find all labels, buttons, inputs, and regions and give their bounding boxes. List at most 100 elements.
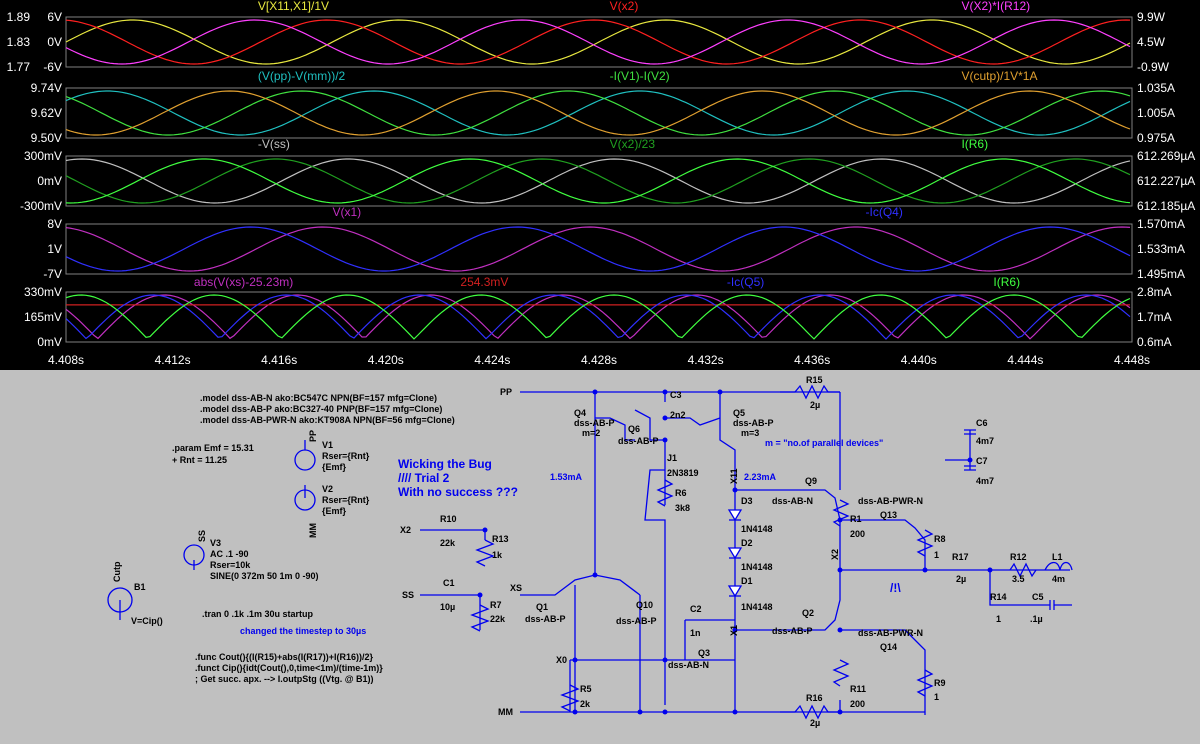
- trace-label[interactable]: abs(V(xs)-25.23m): [194, 275, 293, 289]
- q3-ref[interactable]: Q3: [698, 648, 710, 658]
- trace-label[interactable]: V(cutp)/1V*1A: [961, 69, 1037, 83]
- waveform-pane-3[interactable]: 300mV0mV-300mV612.269µA612.227µA612.185µ…: [20, 137, 1195, 213]
- model-directive-1[interactable]: .model dss-AB-N ako:BC547C NPN(BF=157 mf…: [200, 393, 437, 403]
- waveform-pane-1[interactable]: 1.891.831.776V0V-6V9.9W4.5W-0.9WV[X11,X1…: [7, 0, 1170, 74]
- r1-value[interactable]: 200: [850, 529, 865, 539]
- r6-value[interactable]: 3k8: [675, 503, 690, 513]
- r9-ref[interactable]: R9: [934, 678, 946, 688]
- trace-label[interactable]: -I(V1)-I(V2): [610, 69, 670, 83]
- q6-model[interactable]: dss-AB-P: [618, 436, 659, 446]
- net-label-mm-v2[interactable]: MM: [308, 523, 318, 538]
- net-label-x2-vertical[interactable]: X2: [830, 549, 840, 560]
- func-cip[interactable]: .funct Cip(){idt(Cout(),0,time<1m)/(time…: [195, 663, 383, 673]
- source-v2[interactable]: [294, 489, 316, 511]
- q2-ref[interactable]: Q2: [802, 608, 814, 618]
- c7-ref[interactable]: C7: [976, 456, 988, 466]
- c5-value[interactable]: .1µ: [1030, 614, 1043, 624]
- trace-label[interactable]: V(x2): [610, 0, 639, 13]
- q4-ref[interactable]: Q4: [574, 408, 586, 418]
- r17-ref[interactable]: R17: [952, 552, 969, 562]
- d1-ref[interactable]: D1: [741, 576, 753, 586]
- warning-icon[interactable]: /!\: [890, 581, 901, 595]
- c1-value[interactable]: 10µ: [440, 602, 455, 612]
- d3-model[interactable]: 1N4148: [741, 524, 773, 534]
- l1-ref[interactable]: L1: [1052, 552, 1063, 562]
- r8-value[interactable]: 1: [934, 550, 939, 560]
- r7-value[interactable]: 22k: [490, 614, 506, 624]
- net-label-ss[interactable]: SS: [402, 590, 414, 600]
- q1-ref[interactable]: Q1: [536, 602, 548, 612]
- source-v3[interactable]: [183, 544, 205, 566]
- q5-mult[interactable]: m=3: [741, 428, 759, 438]
- d2-model[interactable]: 1N4148: [741, 562, 773, 572]
- r16-value[interactable]: 2µ: [810, 718, 820, 728]
- q5-model[interactable]: dss-AB-P: [733, 418, 774, 428]
- q10-model[interactable]: dss-AB-P: [616, 616, 657, 626]
- net-label-pp-v1[interactable]: PP: [308, 430, 318, 442]
- c3-ref[interactable]: C3: [670, 390, 682, 400]
- q9-model[interactable]: dss-AB-N: [772, 496, 813, 506]
- r9-value[interactable]: 1: [934, 692, 939, 702]
- net-label-xs[interactable]: XS: [510, 583, 522, 593]
- q9-ref[interactable]: Q9: [805, 476, 817, 486]
- net-label-mm[interactable]: MM: [498, 707, 513, 717]
- component-labels[interactable]: Q4 dss-AB-P m=2 Q5 dss-AB-P m=3 Q6 dss-A…: [440, 375, 1065, 728]
- r11-value[interactable]: 200: [850, 699, 865, 709]
- q2-model[interactable]: dss-AB-P: [772, 626, 813, 636]
- trace-label[interactable]: 254.3mV: [460, 275, 508, 289]
- model-directive-2[interactable]: .model dss-AB-P ako:BC327-40 PNP(BF=157 …: [200, 404, 442, 414]
- q1-model[interactable]: dss-AB-P: [525, 614, 566, 624]
- r13-ref[interactable]: R13: [492, 534, 509, 544]
- d3-ref[interactable]: D3: [741, 496, 753, 506]
- c2-value[interactable]: 1n: [690, 628, 701, 638]
- r7-ref[interactable]: R7: [490, 600, 502, 610]
- model-directive-3[interactable]: .model dss-AB-PWR-N ako:KT908A NPN(BF=56…: [200, 415, 455, 425]
- j1-model[interactable]: 2N3819: [667, 468, 699, 478]
- schematic-canvas[interactable]: .model dss-AB-N ako:BC547C NPN(BF=157 mf…: [0, 370, 1200, 739]
- r5-value[interactable]: 2k: [580, 699, 591, 709]
- c6-value[interactable]: 4m7: [976, 436, 994, 446]
- q6-ref[interactable]: Q6: [628, 424, 640, 434]
- r13-value[interactable]: 1k: [492, 550, 503, 560]
- trace-label[interactable]: I(R6): [961, 137, 988, 151]
- r12-value[interactable]: 3.5: [1012, 574, 1025, 584]
- q5-ref[interactable]: Q5: [733, 408, 745, 418]
- r14-value[interactable]: 1: [996, 614, 1001, 624]
- comment-line[interactable]: ; Get succ. apx. --> I.outpStg ((Vtg. @ …: [195, 674, 374, 684]
- trace-label[interactable]: V(X2)*I(R12): [961, 0, 1030, 13]
- trace-label[interactable]: I(R6): [993, 275, 1020, 289]
- tran-directive[interactable]: .tran 0 .1k .1m 30u startup: [202, 609, 314, 619]
- r15-value[interactable]: 2µ: [810, 400, 820, 410]
- param-emf[interactable]: .param Emf = 15.31: [172, 443, 254, 453]
- trace-label[interactable]: -V(ss): [258, 137, 290, 151]
- q3-model[interactable]: dss-AB-N: [668, 660, 709, 670]
- trace-label[interactable]: V(x1): [333, 205, 362, 219]
- waveform-plot[interactable]: 1.891.831.776V0V-6V9.9W4.5W-0.9WV[X11,X1…: [0, 0, 1200, 370]
- net-label-cutp[interactable]: Cutp: [112, 561, 122, 582]
- r6-ref[interactable]: R6: [675, 488, 687, 498]
- c3-value[interactable]: 2n2: [670, 410, 686, 420]
- c1-ref[interactable]: C1: [443, 578, 455, 588]
- net-label-x2[interactable]: X2: [400, 525, 411, 535]
- trace-label[interactable]: -Ic(Q4): [866, 205, 903, 219]
- param-rnt[interactable]: + Rnt = 11.25: [172, 455, 227, 465]
- r14-ref[interactable]: R14: [990, 592, 1007, 602]
- source-v1[interactable]: [294, 449, 316, 471]
- r10-value[interactable]: 22k: [440, 538, 456, 548]
- q4-mult[interactable]: m=2: [582, 428, 600, 438]
- net-label-ss-v3[interactable]: SS: [197, 530, 207, 542]
- q4-model[interactable]: dss-AB-P: [574, 418, 615, 428]
- q14-ref[interactable]: Q14: [880, 642, 897, 652]
- net-label-pp[interactable]: PP: [500, 387, 512, 397]
- l1-value[interactable]: 4m: [1052, 574, 1065, 584]
- trace-label[interactable]: (V(pp)-V(mm))/2: [258, 69, 346, 83]
- c7-value[interactable]: 4m7: [976, 476, 994, 486]
- r10-ref[interactable]: R10: [440, 514, 457, 524]
- r12-ref[interactable]: R12: [1010, 552, 1027, 562]
- net-label-x11[interactable]: X11: [729, 468, 739, 484]
- c2-ref[interactable]: C2: [690, 604, 702, 614]
- waveform-pane-5[interactable]: 330mV165mV0mV2.8mA1.7mA0.6mAabs(V(xs)-25…: [24, 275, 1172, 349]
- q14-model[interactable]: dss-AB-PWR-N: [858, 628, 923, 638]
- net-label-x0[interactable]: X0: [556, 655, 567, 665]
